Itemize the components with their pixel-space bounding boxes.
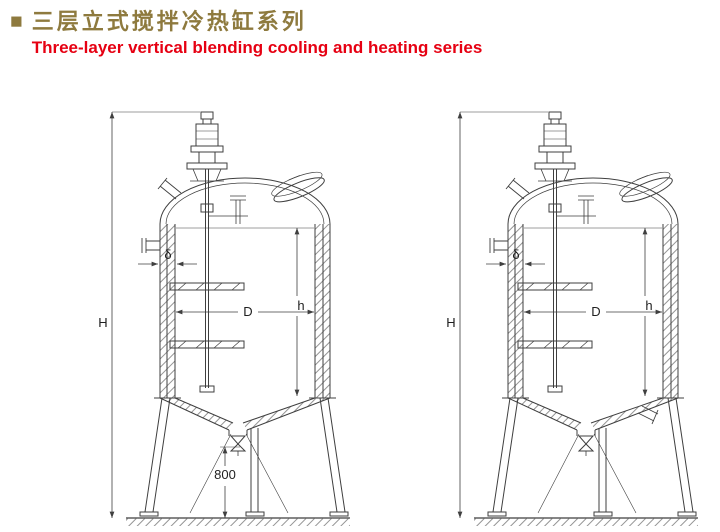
- title-english: Three-layer vertical blending cooling an…: [31, 38, 483, 57]
- label-leg-clearance: 800: [214, 467, 236, 482]
- tank-left-view: [98, 112, 350, 526]
- title-chinese: 三层立式搅拌冷热缸系列: [31, 9, 307, 34]
- dim-leg-clearance: 800: [214, 446, 240, 518]
- tank-right-view: [446, 112, 698, 526]
- page-header: ■ 三层立式搅拌冷热缸系列 Three-layer vertical blend…: [10, 8, 482, 59]
- title-block: 三层立式搅拌冷热缸系列 Three-layer vertical blendin…: [32, 8, 483, 59]
- bullet-square-icon: ■: [10, 10, 23, 33]
- cone-side-outlet: [637, 405, 659, 425]
